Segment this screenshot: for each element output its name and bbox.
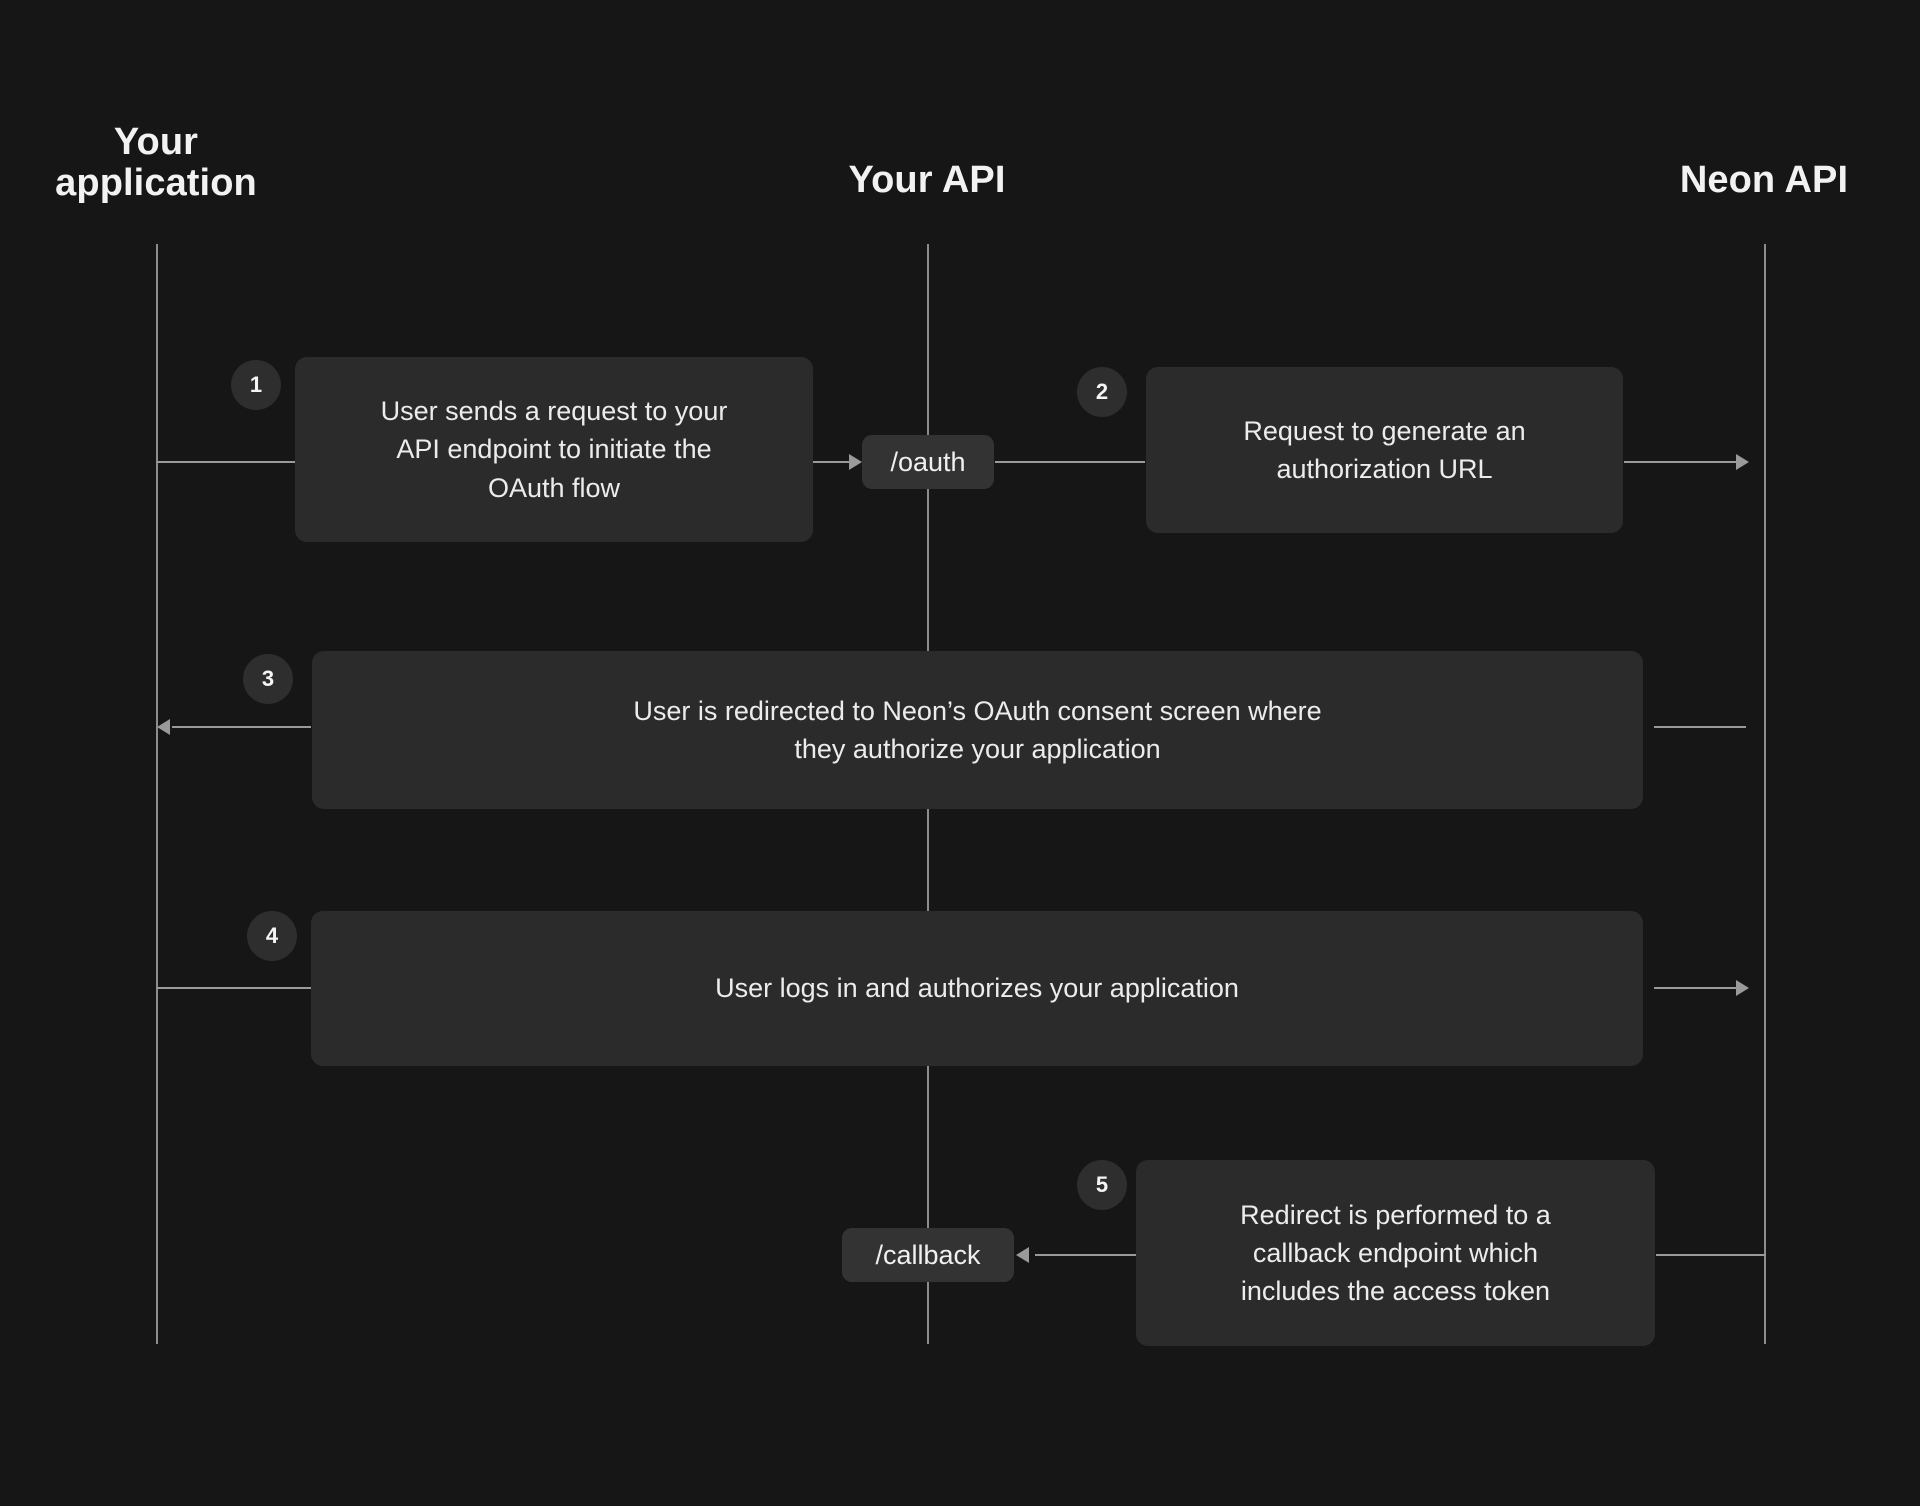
arrowhead-step-2-right bbox=[1736, 454, 1749, 470]
arrowhead-step-5-left bbox=[1016, 1247, 1029, 1263]
step-badge-4: 4 bbox=[247, 911, 297, 961]
lifeline-your-application bbox=[156, 244, 158, 1344]
step-box-4: User logs in and authorizes your applica… bbox=[311, 911, 1643, 1066]
column-title-your-api: Your API bbox=[848, 159, 1006, 201]
connector-step-3-left bbox=[172, 726, 311, 728]
step-text-4: User logs in and authorizes your applica… bbox=[715, 973, 1239, 1004]
connector-oauth-to-step-2 bbox=[995, 461, 1145, 463]
connector-step-1-left bbox=[157, 461, 297, 463]
connector-step-3-right bbox=[1654, 726, 1746, 728]
endpoint-pill-oauth[interactable]: /oauth bbox=[862, 435, 994, 489]
step-badge-3: 3 bbox=[243, 654, 293, 704]
lifeline-neon-api bbox=[1764, 244, 1766, 1344]
step-text-1: User sends a request to your API endpoin… bbox=[380, 396, 728, 503]
connector-step-5-right bbox=[1656, 1254, 1766, 1256]
column-title-neon-api: Neon API bbox=[1679, 159, 1849, 201]
step-box-2: Request to generate an authorization URL bbox=[1146, 367, 1623, 533]
arrowhead-step-4-right bbox=[1736, 980, 1749, 996]
step-box-5: Redirect is performed to a callback endp… bbox=[1136, 1160, 1655, 1346]
step-badge-5: 5 bbox=[1077, 1160, 1127, 1210]
arrowhead-step-1-right bbox=[849, 454, 862, 470]
connector-step-2-right bbox=[1624, 461, 1738, 463]
connector-step-5-to-callback bbox=[1035, 1254, 1139, 1256]
step-text-3: User is redirected to Neon’s OAuth conse… bbox=[633, 695, 1322, 764]
endpoint-pill-callback[interactable]: /callback bbox=[842, 1228, 1014, 1282]
step-badge-1: 1 bbox=[231, 360, 281, 410]
step-text-2: Request to generate an authorization URL bbox=[1243, 415, 1526, 484]
connector-step-4-right bbox=[1654, 987, 1738, 989]
step-box-1: User sends a request to your API endpoin… bbox=[295, 357, 813, 542]
connector-step-4-left bbox=[157, 987, 311, 989]
step-text-5: Redirect is performed to a callback endp… bbox=[1240, 1199, 1551, 1307]
arrowhead-step-3-left bbox=[157, 719, 170, 735]
step-badge-2: 2 bbox=[1077, 367, 1127, 417]
column-title-your-application: Your application bbox=[55, 121, 257, 205]
step-box-3: User is redirected to Neon’s OAuth conse… bbox=[312, 651, 1643, 809]
connector-step-1-to-oauth bbox=[813, 461, 851, 463]
